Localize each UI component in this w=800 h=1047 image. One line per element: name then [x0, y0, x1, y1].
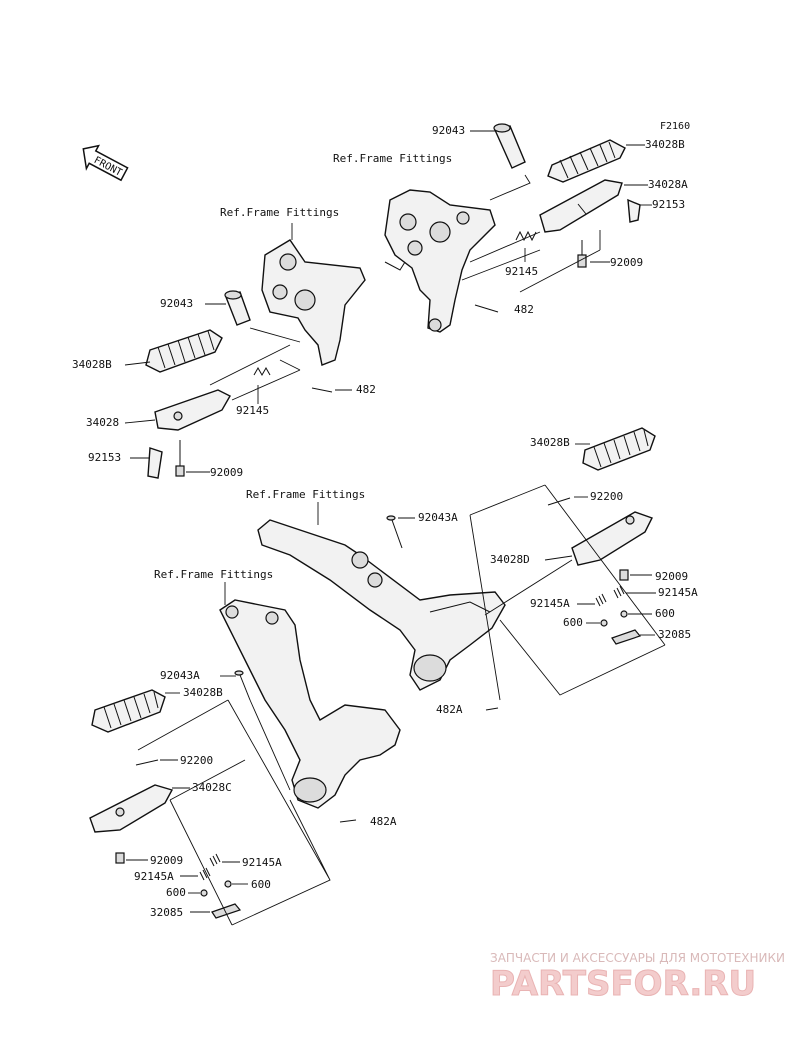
label-34028: 34028	[86, 416, 119, 429]
spring-92145-left	[253, 366, 271, 377]
label-34028D: 34028D	[490, 553, 530, 566]
diagram-code: F2160	[660, 121, 690, 132]
rear-footpeg-bracket-right	[257, 519, 506, 691]
pin-92043A-left	[234, 670, 251, 701]
label-482A-right: 482A	[436, 703, 463, 716]
label-600-left-b: 600	[166, 886, 186, 899]
label-34028B-left-rear: 34028B	[183, 686, 223, 699]
footpeg-34028	[154, 389, 231, 431]
label-92043A-right: 92043A	[418, 511, 458, 524]
bolt-92009-left-rear	[115, 852, 125, 864]
pin-482-left	[311, 387, 333, 393]
ball-600-right-a	[620, 610, 628, 618]
footpeg-34028A	[539, 179, 623, 233]
label-92145-left: 92145	[236, 404, 269, 417]
label-34028B-right: 34028B	[530, 436, 570, 449]
label-34028B-left: 34028B	[72, 358, 112, 371]
label-92145A-left-b: 92145A	[134, 870, 174, 883]
pin-92043-left	[224, 290, 251, 326]
label-92153-left: 92153	[88, 451, 121, 464]
label-92009-left-rear: 92009	[150, 854, 183, 867]
label-482-left: 482	[356, 383, 376, 396]
right-footpeg-bracket	[384, 189, 496, 333]
left-footpeg-bracket	[261, 239, 366, 366]
label-92009-left: 92009	[210, 466, 243, 479]
label-92043-left: 92043	[160, 297, 193, 310]
label-92145A-left-a: 92145A	[242, 856, 282, 869]
label-92009-top: 92009	[610, 256, 643, 269]
bolt-92009-right	[619, 569, 629, 581]
label-92043-top: 92043	[432, 124, 465, 137]
label-482-top: 482	[514, 303, 534, 316]
label-32085-right: 32085	[658, 628, 691, 641]
footpeg-34028D	[571, 511, 653, 566]
spring-92145A-left-a	[209, 853, 221, 867]
pivot-pin-92153-left	[147, 447, 163, 479]
front-arrow-icon: FRONT	[82, 144, 129, 182]
bolt-92009-left	[175, 440, 185, 477]
label-34028C: 34028C	[192, 781, 232, 794]
ball-600-right-b	[600, 619, 608, 627]
label-34028A: 34028A	[648, 178, 688, 191]
spring-92145A-right-a	[595, 593, 607, 607]
footpeg-rubber-34028B-left	[145, 329, 223, 373]
ref-frame-label-1: Ref.Frame Fittings	[333, 152, 452, 165]
label-92009-right: 92009	[655, 570, 688, 583]
pin-482-top	[474, 304, 499, 313]
ref-frame-label-3: Ref.Frame Fittings	[246, 488, 365, 501]
label-92153-top: 92153	[652, 198, 685, 211]
label-92145A-right-a: 92145A	[530, 597, 570, 610]
plate-32085-left	[211, 903, 242, 919]
watermark-tagline: ЗАПЧАСТИ И АКСЕССУАРЫ ДЛЯ МОТОТЕХНИКИ	[490, 951, 785, 965]
ball-600-left-b	[200, 889, 208, 897]
label-92043A-left: 92043A	[160, 669, 200, 682]
spring-92145A-left-b	[199, 867, 211, 881]
watermark-brand: PARTSFOR.RU	[490, 964, 756, 1004]
label-600-right-a: 600	[655, 607, 675, 620]
label-482A-left: 482A	[370, 815, 397, 828]
pin-92043A-right	[386, 515, 403, 549]
label-32085-left: 32085	[150, 906, 183, 919]
spring-92145-top	[515, 230, 537, 242]
washer-92200-left	[135, 759, 159, 766]
footpeg-rubber-34028B-left-rear	[91, 689, 166, 733]
pivot-pin-92153-top	[627, 198, 641, 223]
footpeg-rubber-34028B-right	[582, 427, 656, 471]
pin-92043-top	[493, 123, 526, 169]
label-600-left-a: 600	[251, 878, 271, 891]
spring-92145A-right-b	[613, 585, 625, 599]
pin-482A-right	[485, 707, 499, 711]
ref-frame-label-4: Ref.Frame Fittings	[154, 568, 273, 581]
label-92145A-right-b: 92145A	[658, 586, 698, 599]
plate-32085-right	[611, 629, 642, 645]
pin-482A-left	[339, 819, 357, 823]
rear-footpeg-bracket-left	[219, 599, 401, 809]
ball-600-left-a	[224, 880, 232, 888]
bolt-92009-top	[577, 240, 587, 268]
label-92145-top: 92145	[505, 265, 538, 278]
ref-frame-label-2: Ref.Frame Fittings	[220, 206, 339, 219]
label-92200-left: 92200	[180, 754, 213, 767]
footpeg-rubber-34028B-top	[547, 139, 626, 183]
label-92200-right: 92200	[590, 490, 623, 503]
footpeg-34028C	[89, 784, 174, 833]
washer-92200-right	[547, 497, 571, 506]
label-600-right-b: 600	[563, 616, 583, 629]
label-34028B-top: 34028B	[645, 138, 685, 151]
